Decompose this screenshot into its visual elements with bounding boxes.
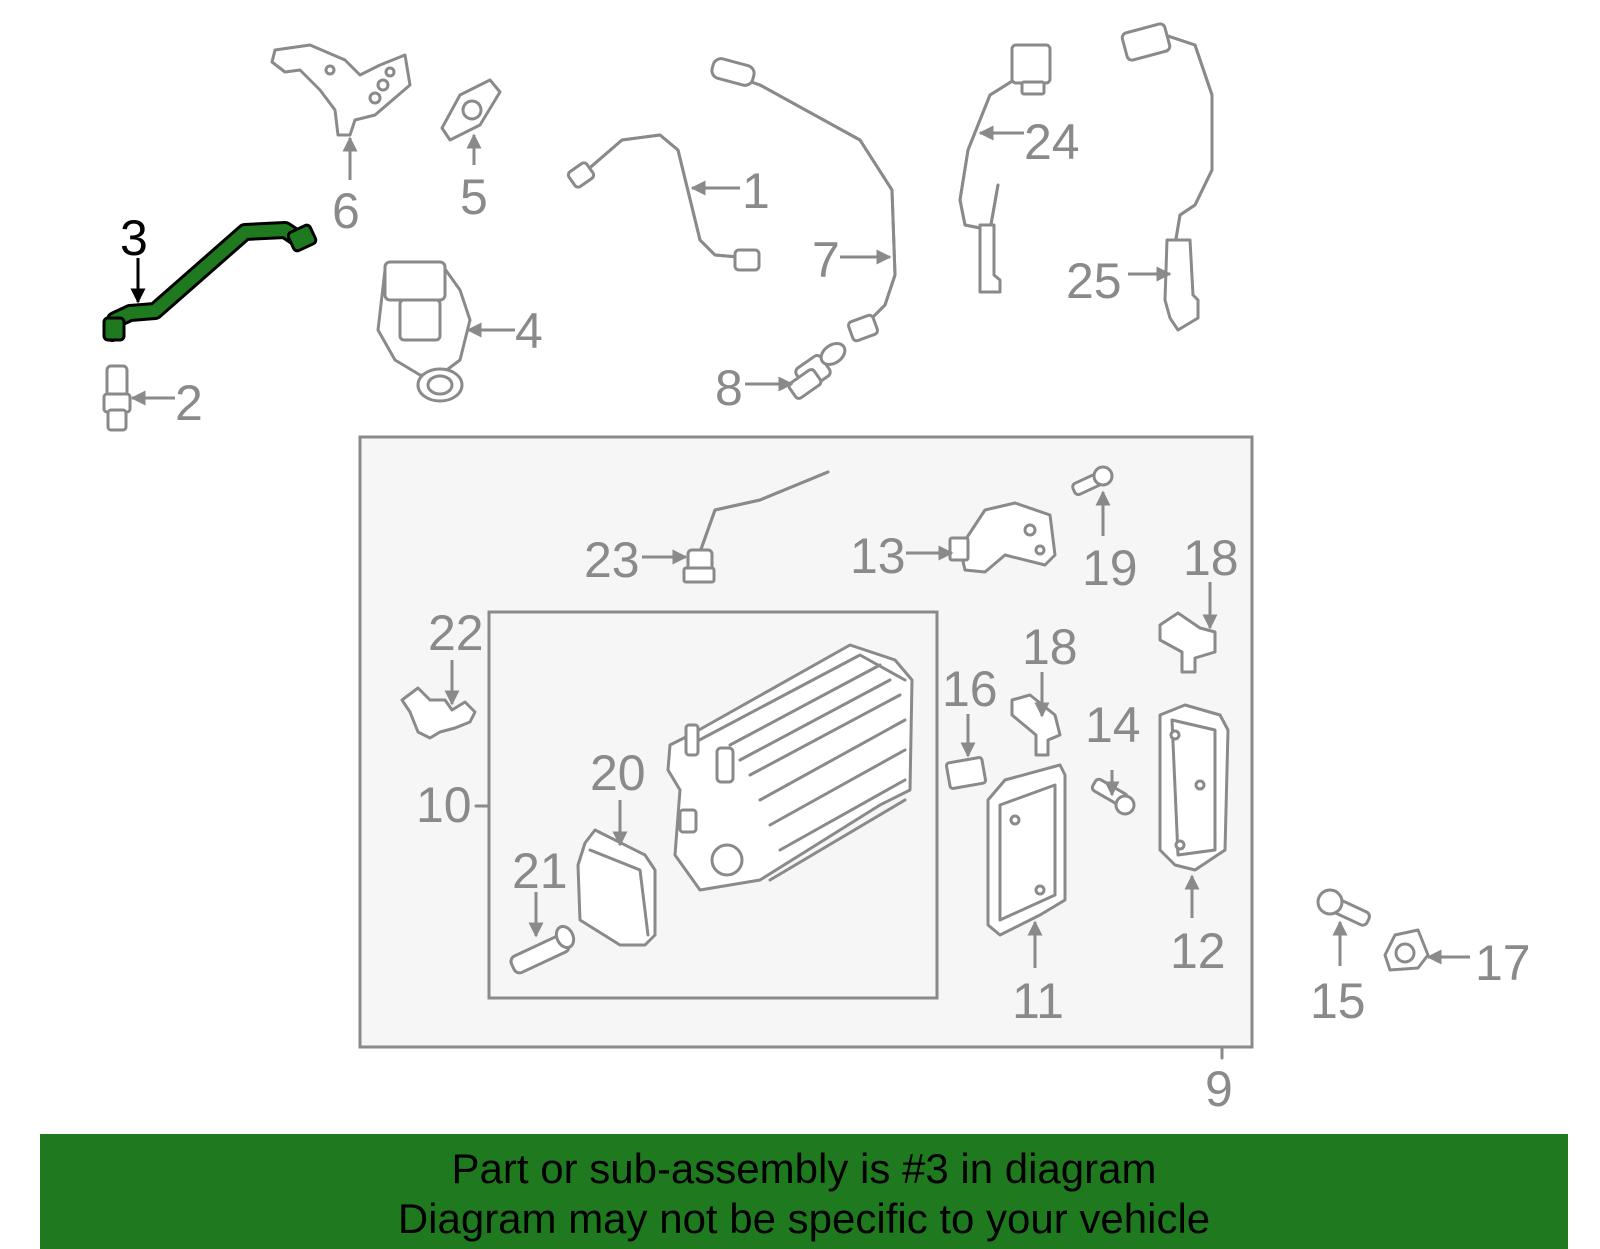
callout-24: 24 [1024,114,1080,170]
callout-20: 20 [590,745,646,801]
callout-2: 2 [175,375,203,431]
callout-23: 23 [584,532,640,588]
callout-21: 21 [512,843,568,899]
part-25-sensor [1120,22,1214,332]
banner-line-2: Diagram may not be specific to your vehi… [397,1195,1211,1242]
callout-11: 11 [1012,973,1064,1029]
part-2-fitting [102,364,132,432]
callout-6: 6 [332,183,360,239]
part-15-bolt [1316,888,1371,927]
part-7-sensor [710,57,897,343]
callout-5: 5 [460,169,488,225]
callout-1: 1 [742,163,770,219]
callout-9: 9 [1205,1061,1233,1117]
callout-14: 14 [1085,697,1141,753]
info-banner: Part or sub-assembly is #3 in diagram Di… [40,1134,1568,1249]
part-22-hose [400,686,477,740]
part-17-nut [1383,928,1430,972]
callout-10: 10 [416,777,472,833]
callout-7: 7 [812,232,840,288]
part-23-tube [682,470,830,584]
callout-18-right: 18 [1183,530,1239,586]
callout-19: 19 [1082,540,1138,596]
part-5-gasket [440,78,502,142]
banner-line-1: Part or sub-assembly is #3 in diagram [451,1145,1157,1192]
callout-12: 12 [1170,923,1226,979]
part-3-hose[interactable] [102,221,318,342]
part-11-bracket [986,763,1067,937]
part-13-bracket [948,501,1057,574]
callout-15: 15 [1310,973,1366,1029]
callout-16: 16 [942,661,998,717]
part-24-sensor [958,43,1052,294]
callout-4: 4 [515,303,543,359]
callout-25: 25 [1066,253,1122,309]
part-18-clip-right [1158,611,1217,674]
callout-3: 3 [120,210,148,266]
part-8-fitting [787,342,847,400]
callout-8: 8 [715,360,743,416]
callout-13: 13 [850,528,906,584]
callout-22: 22 [428,605,484,661]
part-12-bracket [1158,703,1230,872]
part-6-bracket [270,43,412,137]
part-14-bolt [1090,777,1136,816]
part-1-tube [566,133,761,272]
part-19-bolt [1071,465,1114,497]
part-21-sensor [509,924,576,975]
part-4-valve [376,260,472,403]
callout-18-middle: 18 [1022,619,1078,675]
callout-17: 17 [1475,935,1531,991]
part-16-pad [944,756,988,790]
part-10-canister [666,643,914,892]
